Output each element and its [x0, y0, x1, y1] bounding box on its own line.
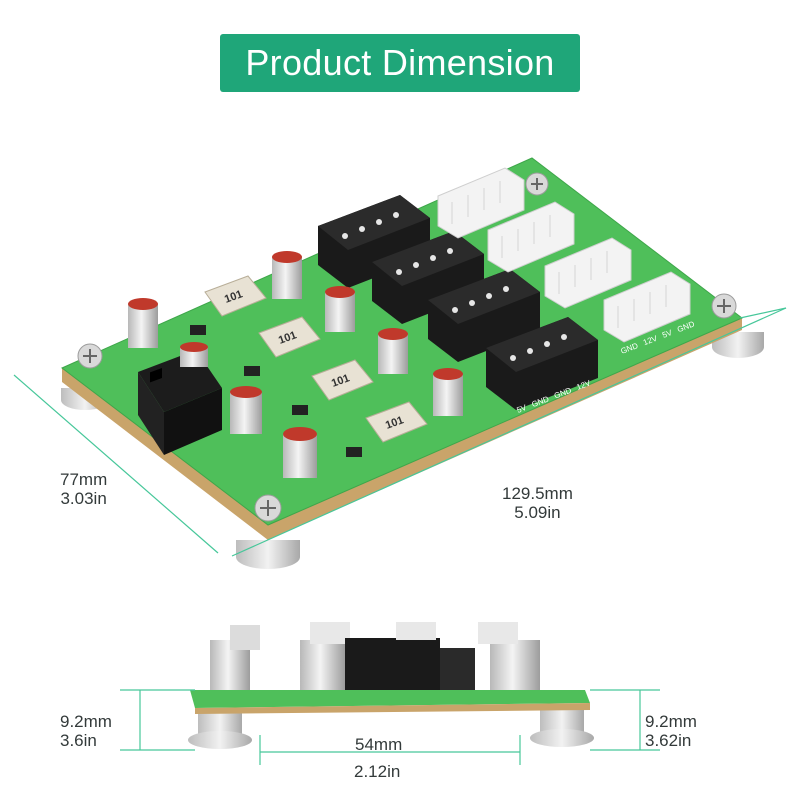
sata-connector: [437, 167, 525, 239]
inductor-label: 101: [384, 414, 405, 432]
ic-chip: [190, 325, 206, 335]
sata-connector: [544, 237, 632, 309]
ic-chip: [292, 405, 308, 415]
dimension-length: 129.5mm 5.09in: [502, 484, 573, 522]
inductor: 101: [258, 316, 321, 358]
dimension-height-right: 9.2mm 3.62in: [645, 712, 697, 750]
dimension-mm: 9.2mm: [60, 712, 112, 731]
dimension-in: 3.62in: [645, 731, 692, 750]
standoff: [236, 540, 300, 569]
molex-connector: [345, 638, 440, 690]
inductor: 101: [365, 401, 428, 443]
board-top-view: 5V GND GND 12V GND 12V 5V GND: [61, 157, 764, 569]
molex-connector: [486, 317, 598, 410]
dimension-in: 3.03in: [60, 489, 107, 508]
inductor-label: 101: [277, 329, 298, 347]
inductor: 101: [204, 275, 267, 317]
capacitor: [325, 286, 355, 332]
screw-icon: [525, 172, 549, 196]
dimension-lines-side: [120, 689, 660, 765]
capacitor: [180, 342, 208, 367]
capacitor: [283, 427, 317, 478]
dimension-mm: 9.2mm: [645, 712, 697, 731]
standoff: [530, 729, 594, 747]
inductor-label: 101: [223, 288, 244, 306]
sata-connector: [487, 201, 575, 273]
ic-chip: [346, 447, 362, 457]
screw-icon: [254, 494, 282, 522]
capacitor: [128, 298, 158, 348]
sata-connector: [603, 271, 691, 343]
dimension-mm: 77mm: [60, 470, 108, 489]
dimension-spacing-mm: 54mm: [355, 735, 403, 754]
page-title: Product Dimension: [245, 42, 555, 83]
capacitor: [230, 386, 262, 434]
screw-icon: [711, 293, 737, 319]
inductor: 101: [311, 359, 374, 401]
screw-icon: [77, 343, 103, 369]
dimension-lines-top: [13, 307, 787, 557]
standoff: [188, 731, 252, 749]
inductor-label: 101: [330, 372, 351, 390]
board-side-view: [188, 622, 594, 749]
title-badge: Product Dimension: [220, 34, 580, 92]
dimension-in: 3.6in: [60, 731, 97, 750]
capacitor: [272, 251, 302, 299]
dimension-width: 77mm 3.03in: [60, 470, 107, 508]
dimension-height-left: 9.2mm 3.6in: [60, 712, 112, 750]
dimension-in: 5.09in: [514, 503, 561, 522]
dimension-mm: 129.5mm: [502, 484, 573, 503]
capacitor: [378, 328, 408, 374]
capacitor: [433, 368, 463, 416]
ic-chip: [244, 366, 260, 376]
dimension-spacing-in: 2.12in: [354, 762, 401, 781]
